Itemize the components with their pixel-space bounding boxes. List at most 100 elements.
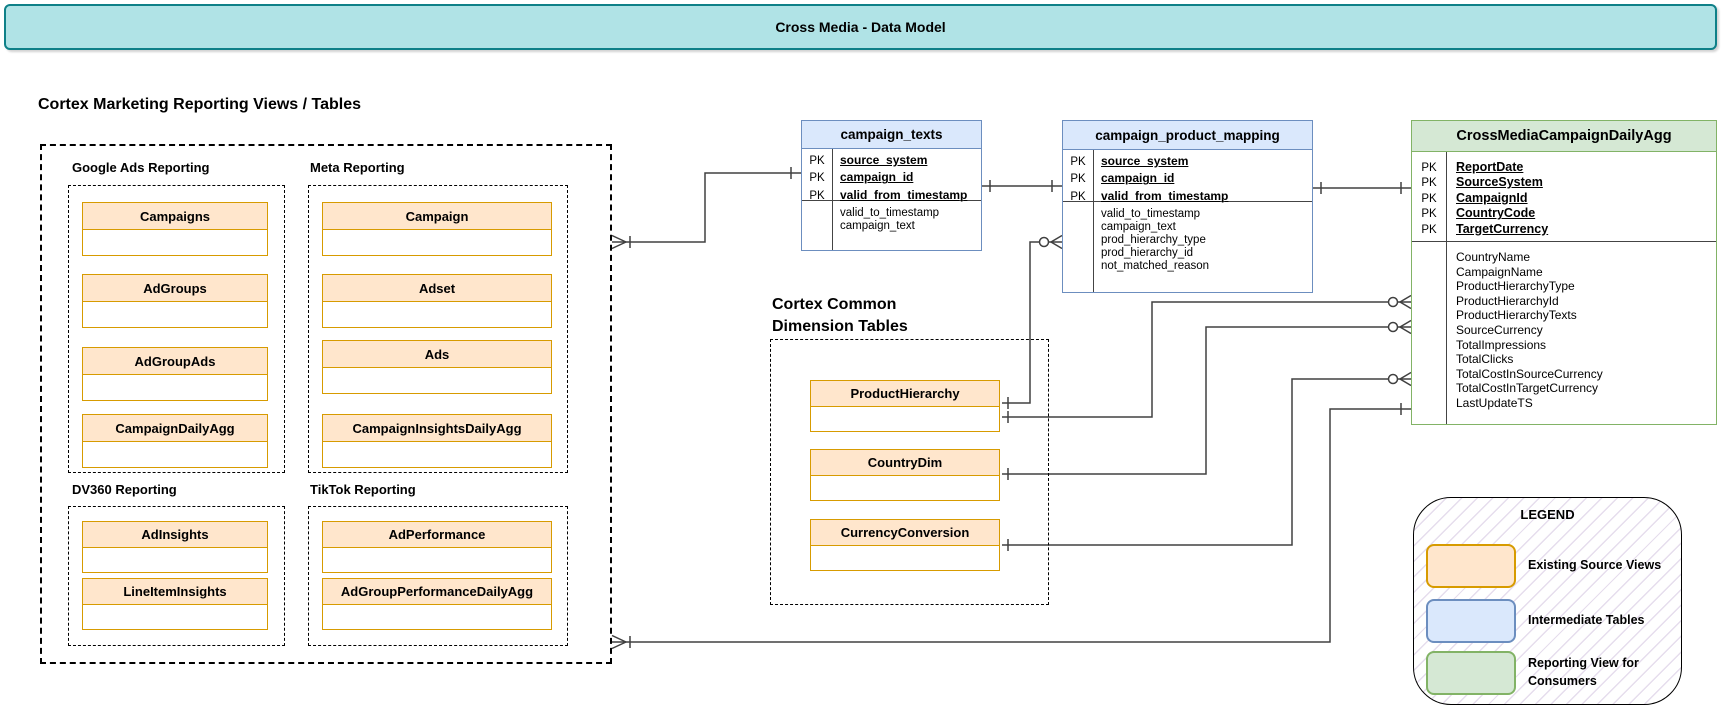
- table-row: campaign_text: [840, 219, 915, 232]
- legend-label: Intermediate Tables: [1528, 613, 1645, 627]
- group-box-meta[interactable]: [308, 185, 568, 473]
- entity-adperformance[interactable]: AdPerformance: [322, 521, 552, 573]
- table-row: PK CountryCode: [1421, 206, 1536, 221]
- group-box-tiktok[interactable]: [308, 506, 568, 646]
- table-row: PK source_system: [809, 153, 928, 167]
- entity-label: AdGroups: [82, 274, 268, 302]
- dimension-section-title-line1: Cortex Common: [772, 296, 897, 313]
- entity-label: CampaignDailyAgg: [82, 414, 268, 442]
- entity-campaigndailyagg[interactable]: CampaignDailyAgg: [82, 414, 268, 468]
- dimension-section-box[interactable]: [770, 339, 1049, 605]
- entity-body: [322, 230, 552, 256]
- pk-column-divider: [832, 149, 833, 250]
- table-row: PK TargetCurrency: [1421, 221, 1549, 236]
- table-row: PK valid_from_timestamp: [1070, 188, 1229, 203]
- entity-body: [82, 230, 268, 256]
- entity-body: [82, 302, 268, 328]
- group-label-tiktok: TikTok Reporting: [310, 482, 416, 497]
- legend-swatch-reporting-view: [1426, 651, 1516, 695]
- entity-adgroupads[interactable]: AdGroupAds: [82, 347, 268, 401]
- group-box-dv360[interactable]: [68, 506, 285, 646]
- table-row: prod_hierarchy_id: [1101, 246, 1194, 259]
- diagram-title-banner: Cross Media - Data Model: [4, 4, 1717, 50]
- pk-column-divider: [1093, 150, 1094, 292]
- table-campaign-product-mapping[interactable]: campaign_product_mapping PK source_syste…: [1062, 120, 1313, 293]
- table-row: TotalCostInTargetCurrency: [1456, 381, 1599, 396]
- legend-label: Existing Source Views: [1528, 558, 1662, 572]
- group-label-google-ads: Google Ads Reporting: [72, 160, 210, 175]
- entity-body: [322, 368, 552, 394]
- group-box-google-ads[interactable]: [68, 185, 285, 473]
- legend-label: Reporting View for Consumers: [1528, 656, 1639, 689]
- entity-label: Adset: [322, 274, 552, 302]
- table-row: prod_hierarchy_type: [1101, 233, 1206, 246]
- entity-body: [82, 548, 268, 573]
- entity-label: AdInsights: [82, 521, 268, 548]
- table-row: CampaignName: [1456, 264, 1543, 279]
- entity-label: CampaignInsightsDailyAgg: [322, 414, 552, 442]
- marketing-section-box[interactable]: [40, 144, 612, 664]
- entity-label: CurrencyConversion: [810, 519, 1000, 546]
- table-row: PK campaign_id: [809, 170, 914, 185]
- entity-label: ProductHierarchy: [810, 380, 1000, 407]
- table-row: TotalCostInSourceCurrency: [1456, 366, 1603, 381]
- legend-swatch-existing-source-views: [1426, 544, 1516, 588]
- entity-label: Campaign: [322, 202, 552, 230]
- entity-body: [82, 442, 268, 468]
- dimension-section-title-line2: Dimension Tables: [772, 318, 908, 335]
- entity-body: [322, 548, 552, 573]
- table-row: SourceCurrency: [1456, 322, 1543, 337]
- table-crossmediacampaigndailyagg[interactable]: CrossMediaCampaignDailyAgg PK ReportDate…: [1411, 120, 1717, 425]
- legend-title: LEGEND: [1520, 507, 1575, 522]
- table-row: PK campaign_id: [1070, 171, 1175, 186]
- table-row: ProductHierarchyTexts: [1456, 308, 1577, 323]
- table-row: ProductHierarchyId: [1456, 293, 1559, 308]
- entity-adgroups[interactable]: AdGroups: [82, 274, 268, 328]
- entity-label: AdGroupAds: [82, 347, 268, 375]
- entity-body: [82, 375, 268, 401]
- diagram-title: Cross Media - Data Model: [775, 19, 946, 35]
- table-title: campaign_texts: [802, 121, 981, 149]
- table-row: campaign_text: [1101, 220, 1176, 233]
- table-row: not_matched_reason: [1101, 259, 1210, 272]
- entity-countrydim[interactable]: CountryDim: [810, 449, 1000, 501]
- entity-adinsights[interactable]: AdInsights: [82, 521, 268, 573]
- entity-campaigninsightsdailyagg[interactable]: CampaignInsightsDailyAgg: [322, 414, 552, 468]
- table-row: CountryName: [1456, 250, 1531, 264]
- table-row: LastUpdateTS: [1456, 395, 1533, 410]
- legend-swatch-intermediate-tables: [1426, 599, 1516, 643]
- table-title: campaign_product_mapping: [1063, 121, 1312, 150]
- entity-body: [322, 302, 552, 328]
- entity-campaign[interactable]: Campaign: [322, 202, 552, 256]
- entity-label: CountryDim: [810, 449, 1000, 476]
- entity-adgroupperformancedailyagg[interactable]: AdGroupPerformanceDailyAgg: [322, 578, 552, 630]
- entity-lineiteminsights[interactable]: LineItemInsights: [82, 578, 268, 630]
- marketing-section-title: Cortex Marketing Reporting Views / Table…: [38, 96, 362, 113]
- table-row: PK source_system: [1070, 154, 1189, 168]
- table-row: PK valid_from_timestamp: [809, 187, 968, 202]
- table-row: ProductHierarchyType: [1456, 279, 1575, 294]
- table-row: TotalImpressions: [1456, 337, 1547, 352]
- group-label-meta: Meta Reporting: [310, 160, 405, 175]
- table-campaign-texts[interactable]: campaign_texts PK source_system PK campa…: [801, 120, 982, 251]
- entity-label: LineItemInsights: [82, 578, 268, 605]
- table-row: PK ReportDate: [1421, 160, 1524, 174]
- entity-label: AdGroupPerformanceDailyAgg: [322, 578, 552, 605]
- entity-campaigns[interactable]: Campaigns: [82, 202, 268, 256]
- entity-body: [810, 546, 1000, 571]
- entity-body: [82, 605, 268, 630]
- entity-producthierarchy[interactable]: ProductHierarchy: [810, 380, 1000, 432]
- entity-currencyconversion[interactable]: CurrencyConversion: [810, 519, 1000, 571]
- entity-ads[interactable]: Ads: [322, 340, 552, 394]
- legend: LEGEND Existing Source Views Intermediat…: [1413, 497, 1682, 705]
- table-row: TotalClicks: [1456, 352, 1514, 367]
- entity-label: Campaigns: [82, 202, 268, 230]
- entity-body: [810, 476, 1000, 501]
- table-row: PK CampaignId: [1421, 190, 1528, 205]
- entity-body: [810, 407, 1000, 432]
- entity-label: Ads: [322, 340, 552, 368]
- entity-body: [322, 442, 552, 468]
- entity-adset[interactable]: Adset: [322, 274, 552, 328]
- table-row: PK SourceSystem: [1421, 175, 1543, 190]
